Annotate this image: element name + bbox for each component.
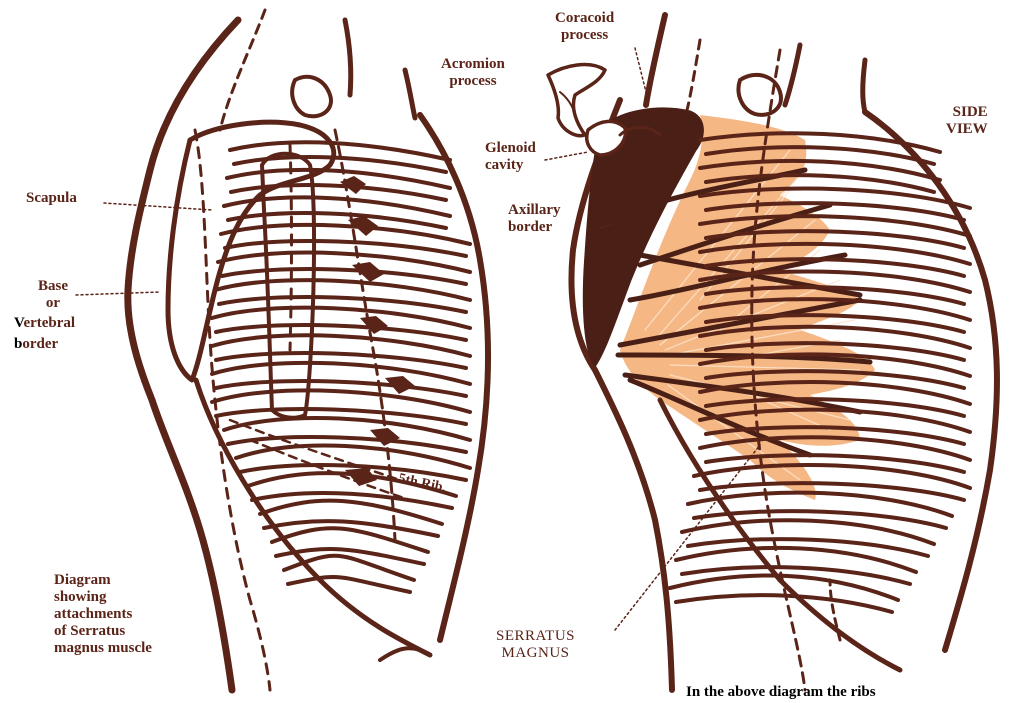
label-acromion-process: Acromion process: [441, 56, 505, 90]
left-ribs: [212, 142, 470, 592]
rib: [288, 577, 410, 592]
label-base-or: Base or: [38, 278, 68, 312]
label-coracoid-process: Coracoid process: [555, 10, 614, 44]
label-glenoid-cavity: Glenoid cavity: [485, 140, 536, 174]
label-vertebral: Vertebral: [14, 315, 75, 332]
label-serratus-magnus: SERRATUS MAGNUS: [496, 628, 575, 662]
text-order: order: [22, 336, 58, 352]
left-front-outline: [420, 115, 488, 640]
label-side-view: SIDE VIEW: [946, 104, 988, 138]
label-axillary-border: Axillary border: [508, 202, 561, 236]
label-scapula: Scapula: [26, 190, 77, 207]
label-diagram-caption: Diagram showing attachments of Serratus …: [54, 572, 152, 657]
rib: [676, 595, 892, 612]
right-figure: [545, 15, 997, 690]
label-border: border: [14, 336, 58, 353]
bottom-text: In the above diagram the ribs: [686, 684, 876, 701]
text-ertebral: ertebral: [23, 315, 75, 331]
